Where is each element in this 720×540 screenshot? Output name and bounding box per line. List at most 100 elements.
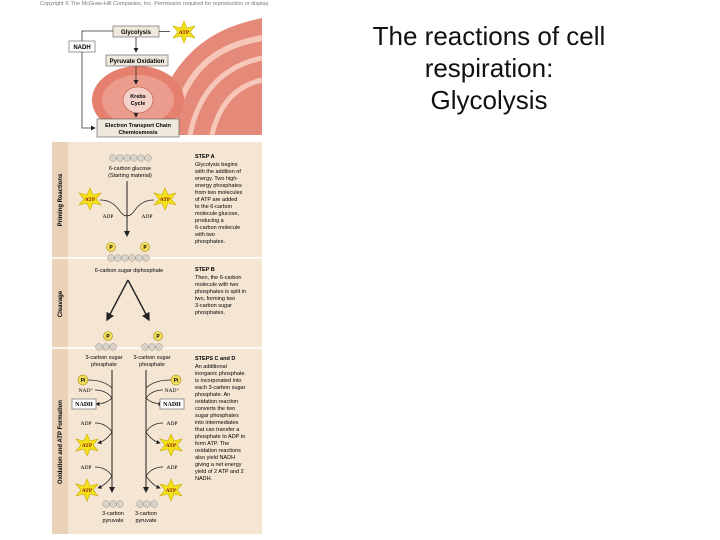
steps-cd-line: giving a net energy xyxy=(195,462,242,468)
step-b-line: phosphates. xyxy=(195,310,225,316)
steps-cd-line: oxidation reaction xyxy=(195,399,238,405)
phosphate-label: P xyxy=(143,245,147,251)
steps-cd-line: An additional xyxy=(195,364,227,370)
atp-label-step-c-right: ATP xyxy=(166,443,177,449)
pi-label-right: Pi xyxy=(174,378,179,384)
step-b-line: phosphates is split in xyxy=(195,289,246,295)
steps-cd-line: NADH. xyxy=(195,476,213,482)
slide-title: The reactions of cell respiration: Glyco… xyxy=(350,20,628,116)
slide-title-line-2: respiration: xyxy=(424,53,554,83)
slide-title-line-1: The reactions of cell xyxy=(372,21,606,51)
copyright-notice: Copyright © The McGraw-Hill Companies, I… xyxy=(40,1,270,7)
steps-cd-line: each 3-carbon sugar xyxy=(195,385,246,391)
atp-label-right: ATP xyxy=(160,197,171,203)
atp-label-left: ATP xyxy=(85,197,96,203)
phosphate-circle xyxy=(106,242,116,252)
nad-label-left: NAD⁺ xyxy=(79,387,94,394)
atp-label-step-c-left: ATP xyxy=(82,443,93,449)
steps-cd-description: STEPS C and D An additional inorganic ph… xyxy=(195,356,246,482)
overview-atp-label: ATP xyxy=(179,30,190,36)
glucose-carbons xyxy=(109,154,152,162)
section-strip xyxy=(52,142,68,534)
sugar-phosphate-left-1: 3-carbon sugar xyxy=(86,355,123,361)
pi-label-left: Pi xyxy=(81,378,86,384)
pyruvate-oxidation-box xyxy=(105,54,169,67)
step-a-line: phosphates. xyxy=(195,239,225,245)
atp-label-step-d-left: ATP xyxy=(82,488,93,494)
adp-label-right: ADP xyxy=(141,214,152,220)
step-a-line: with the addition of xyxy=(194,169,241,175)
phosphate-label: P xyxy=(106,334,110,340)
phosphate-label: P xyxy=(109,245,113,251)
step-b-line: Then, the 6-carbon xyxy=(195,275,241,281)
step-a-line: producing a xyxy=(195,218,225,224)
nadh-box-left xyxy=(71,398,97,410)
adp-label-left: ADP xyxy=(102,214,113,220)
step-a-line: to the 6-carbon xyxy=(195,204,232,210)
steps-cd-line: is incorporated into xyxy=(195,378,241,384)
step-a-line: 6-carbon molecule xyxy=(195,225,240,231)
step-a-line: of ATP are added xyxy=(195,197,237,203)
three-carbon-left xyxy=(95,343,117,351)
steps-cd-line: form ATP. The xyxy=(195,441,229,447)
krebs-label-2: Cycle xyxy=(131,101,146,107)
steps-cd-line: that can transfer a xyxy=(195,427,240,433)
phosphate-label: P xyxy=(156,334,160,340)
step-b-description: STEP B Then, the 6-carbon molecule with … xyxy=(195,267,246,316)
step-a-line: molecule glucose, xyxy=(195,211,239,217)
steps-cd-line: into intermediates xyxy=(195,420,239,426)
steps-cd-line: inorganic phosphate xyxy=(195,371,245,377)
pyruvate-oxidation-label: Pyruvate Oxidation xyxy=(110,59,165,65)
nadh-label-left: NADH xyxy=(75,402,93,408)
pyruvate-left-label-1: 3-carbon xyxy=(102,511,124,517)
atp-label-step-d-right: ATP xyxy=(166,488,177,494)
steps-cd-line: sugar phosphates xyxy=(195,413,239,419)
adp-label-right-2: ADP xyxy=(166,421,177,427)
diphosphate-carbons xyxy=(107,254,150,262)
etc-label-2: Chemiosmosis xyxy=(118,130,157,136)
step-a-line: energy phosphates xyxy=(195,183,242,189)
pyruvate-right-label-1: 3-carbon xyxy=(135,511,157,517)
section-label-cleavage: Cleavage xyxy=(58,290,64,317)
pyruvate-right-carbons xyxy=(136,500,158,508)
nadh-box-right xyxy=(159,398,185,410)
phosphate-circle xyxy=(140,242,150,252)
krebs-label-1: Krebs xyxy=(130,94,146,100)
step-b-line: molecule with two xyxy=(195,282,238,288)
etc-box xyxy=(96,118,180,138)
sugar-phosphate-left-2: phosphate xyxy=(91,362,117,368)
steps-cd-title: STEPS C and D xyxy=(195,356,235,362)
pyruvate-right-label-2: pyruvate xyxy=(135,518,156,524)
adp-label-left-3: ADP xyxy=(80,465,91,471)
steps-cd-line: converts the two xyxy=(195,406,235,412)
nad-label-right: NAD⁺ xyxy=(165,387,180,394)
section-label-oxidation: Oxidation and ATP Formation xyxy=(58,400,64,484)
step-a-description: STEP A Glycolysis begins with the additi… xyxy=(194,154,243,245)
steps-cd-line: yield of 2 ATP and 2 xyxy=(195,469,244,475)
phosphate-circle xyxy=(153,331,163,341)
glucose-label-2: (Starting material) xyxy=(108,173,152,179)
section-label-priming: Priming Reactions xyxy=(58,173,64,226)
step-a-title: STEP A xyxy=(195,154,215,160)
step-a-line: with two xyxy=(194,232,215,238)
step-b-line: 3-carbon sugar xyxy=(195,303,232,309)
steps-cd-line: phosphate to ADP to xyxy=(195,434,245,440)
adp-label-right-3: ADP xyxy=(166,465,177,471)
phosphate-circle xyxy=(103,331,113,341)
overview-panel: Krebs Cycle Glycolysis ATP NADH Pyruvate… xyxy=(62,10,263,138)
steps-cd-line: phosphate. An xyxy=(195,392,230,398)
sugar-phosphate-right-2: phosphate xyxy=(139,362,165,368)
step-a-line: from two molecules xyxy=(195,190,243,196)
pyruvate-left-label-2: pyruvate xyxy=(102,518,123,524)
step-a-line: energy. Two high- xyxy=(195,176,238,182)
etc-label-1: Electron Transport Chain xyxy=(105,123,171,129)
krebs-cycle-circle xyxy=(122,86,154,114)
step-b-title: STEP B xyxy=(195,267,215,273)
step-b-line: two, forming two xyxy=(195,296,235,302)
three-carbon-right xyxy=(141,343,163,351)
glucose-label-1: 6-carbon glucose xyxy=(109,166,151,172)
sugar-diphosphate-label: 6-carbon sugar diphosphate xyxy=(95,268,164,274)
step-a-line: Glycolysis begins xyxy=(195,162,238,168)
adp-label-left-2: ADP xyxy=(80,421,91,427)
